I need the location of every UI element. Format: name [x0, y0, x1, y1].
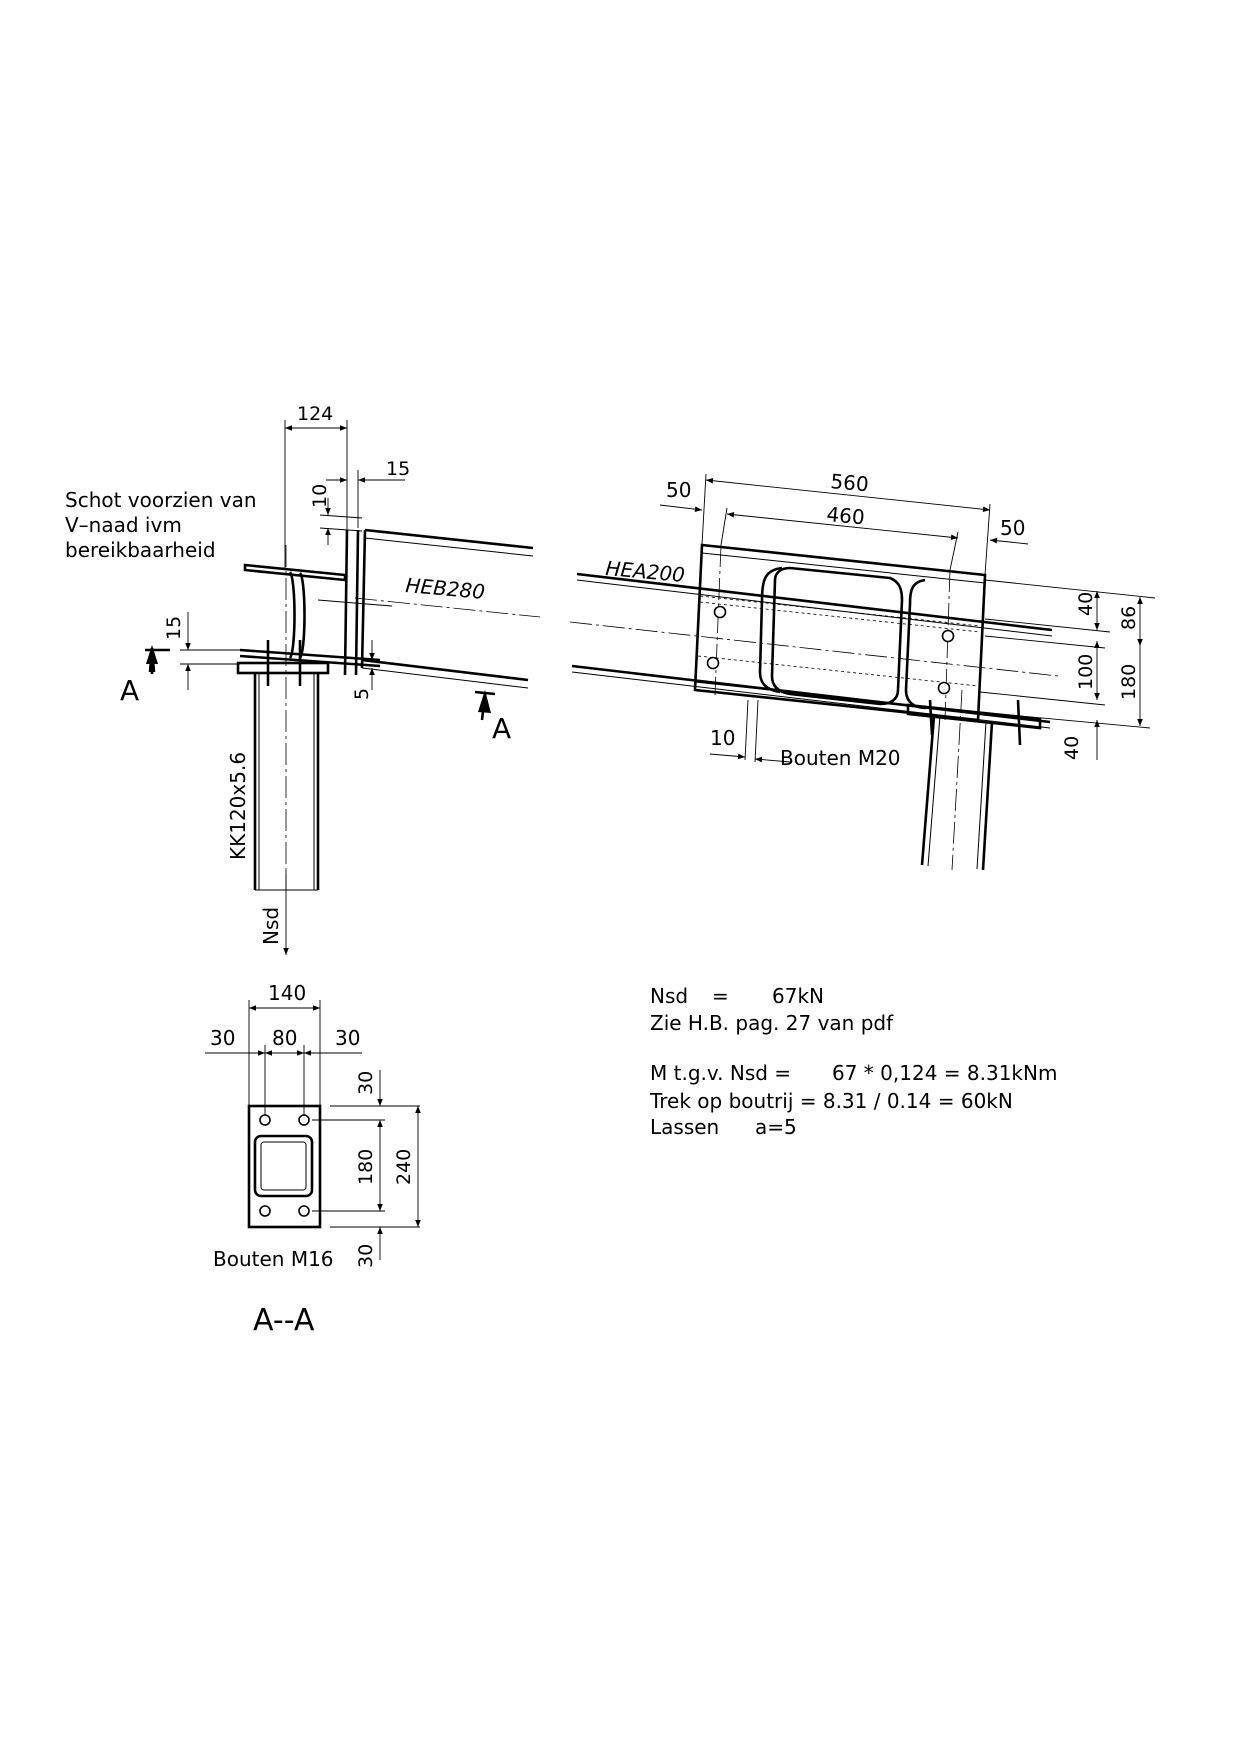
- calc-nsd-label: Nsd: [650, 984, 688, 1008]
- calc-moment-value: 67 * 0,124 = 8.31kNm: [832, 1061, 1057, 1085]
- calc-nsd-value: 67kN: [772, 984, 824, 1008]
- dim-15-left: 15: [163, 616, 185, 640]
- sec-dim-30-top: 30: [355, 1071, 377, 1095]
- bulkhead-profile: [239, 563, 393, 668]
- section-mark-right: [474, 690, 496, 721]
- calc-weld-label: Lassen: [650, 1115, 719, 1139]
- kk120-column: [253, 545, 320, 891]
- bolt-hole: [298, 1205, 310, 1217]
- dim-124: 124: [297, 403, 333, 425]
- sec-dim-180: 180: [355, 1149, 377, 1185]
- vdim-86: 86: [1118, 606, 1140, 630]
- sec-dim-30-bottom: 30: [355, 1244, 377, 1268]
- base-plate: [236, 640, 330, 686]
- bolt-hole: [706, 656, 720, 670]
- section-base-plate: [247, 1104, 322, 1229]
- calc-moment-label: M t.g.v. Nsd =: [650, 1061, 791, 1085]
- hea200-label: HEA200: [605, 556, 686, 587]
- sec-dim-30-right: 30: [335, 1026, 360, 1050]
- heb280-beam: [354, 528, 541, 689]
- sec-dim-240: 240: [393, 1149, 415, 1185]
- vdim-40-bottom: 40: [1061, 736, 1083, 760]
- sec-dim-80: 80: [272, 1026, 297, 1050]
- dim-460: 460: [826, 502, 866, 529]
- vdim-180: 180: [1118, 664, 1140, 700]
- dim-10-bolt: 10: [710, 726, 735, 750]
- heb280-label: HEB280: [405, 573, 486, 604]
- connection-plate: [693, 543, 987, 722]
- section-mark-left: [145, 645, 170, 674]
- dim-10-top: 10: [309, 484, 331, 508]
- dim-50-right: 50: [1000, 516, 1025, 540]
- note-line-1: Schot voorzien van: [65, 488, 257, 512]
- dim-15-plate: 15: [386, 458, 410, 480]
- calc-tension: Trek op boutrij = 8.31 / 0.14 = 60kN: [649, 1089, 1013, 1113]
- section-tube-outer: [253, 1134, 314, 1198]
- bolts-m20-label: Bouten M20: [780, 746, 901, 770]
- side-view: HEA200 560 460 50 50 10 Bouten M20 40 10…: [569, 469, 1156, 871]
- vdim-100: 100: [1075, 654, 1097, 690]
- side-column: [906, 689, 1042, 871]
- sec-dim-30-left: 30: [210, 1026, 235, 1050]
- calc-weld-value: a=5: [755, 1115, 797, 1139]
- bolts-m16-label: Bouten M16: [213, 1247, 334, 1271]
- bolt-hole: [941, 629, 955, 643]
- calc-nsd-eq: =: [712, 984, 729, 1008]
- section-mark-a-left: A: [120, 674, 139, 707]
- calculation-notes: Nsd = 67kN Zie H.B. pag. 27 van pdf M t.…: [649, 984, 1057, 1139]
- dim-560: 560: [830, 469, 870, 496]
- note-line-3: bereikbaarheid: [65, 538, 216, 562]
- bolt-hole: [713, 605, 727, 619]
- vdim-40-top: 40: [1075, 592, 1097, 616]
- section-title: A--A: [253, 1303, 315, 1338]
- stiffeners: [758, 566, 927, 710]
- calc-reference: Zie H.B. pag. 27 van pdf: [650, 1011, 894, 1035]
- elevation-view: Schot voorzien van V–naad ivm bereikbaar…: [65, 403, 541, 955]
- section-a-a: 140 30 80 30 30 180 30 240 Bouten M16 A-…: [205, 981, 421, 1338]
- column-label: KK120x5.6: [226, 752, 250, 860]
- bolt-hole: [937, 681, 951, 695]
- load-label-nsd: Nsd: [259, 907, 283, 945]
- bolt-hole: [298, 1114, 310, 1126]
- bolt-hole: [259, 1114, 271, 1126]
- sec-dim-140: 140: [268, 981, 306, 1005]
- section-tube-inner: [260, 1141, 307, 1191]
- note-line-2: V–naad ivm: [65, 513, 182, 537]
- dim-50-left: 50: [666, 478, 691, 502]
- bolt-hole: [259, 1205, 271, 1217]
- dim-5-bottom: 5: [351, 688, 373, 700]
- section-mark-a-right: A: [492, 712, 511, 745]
